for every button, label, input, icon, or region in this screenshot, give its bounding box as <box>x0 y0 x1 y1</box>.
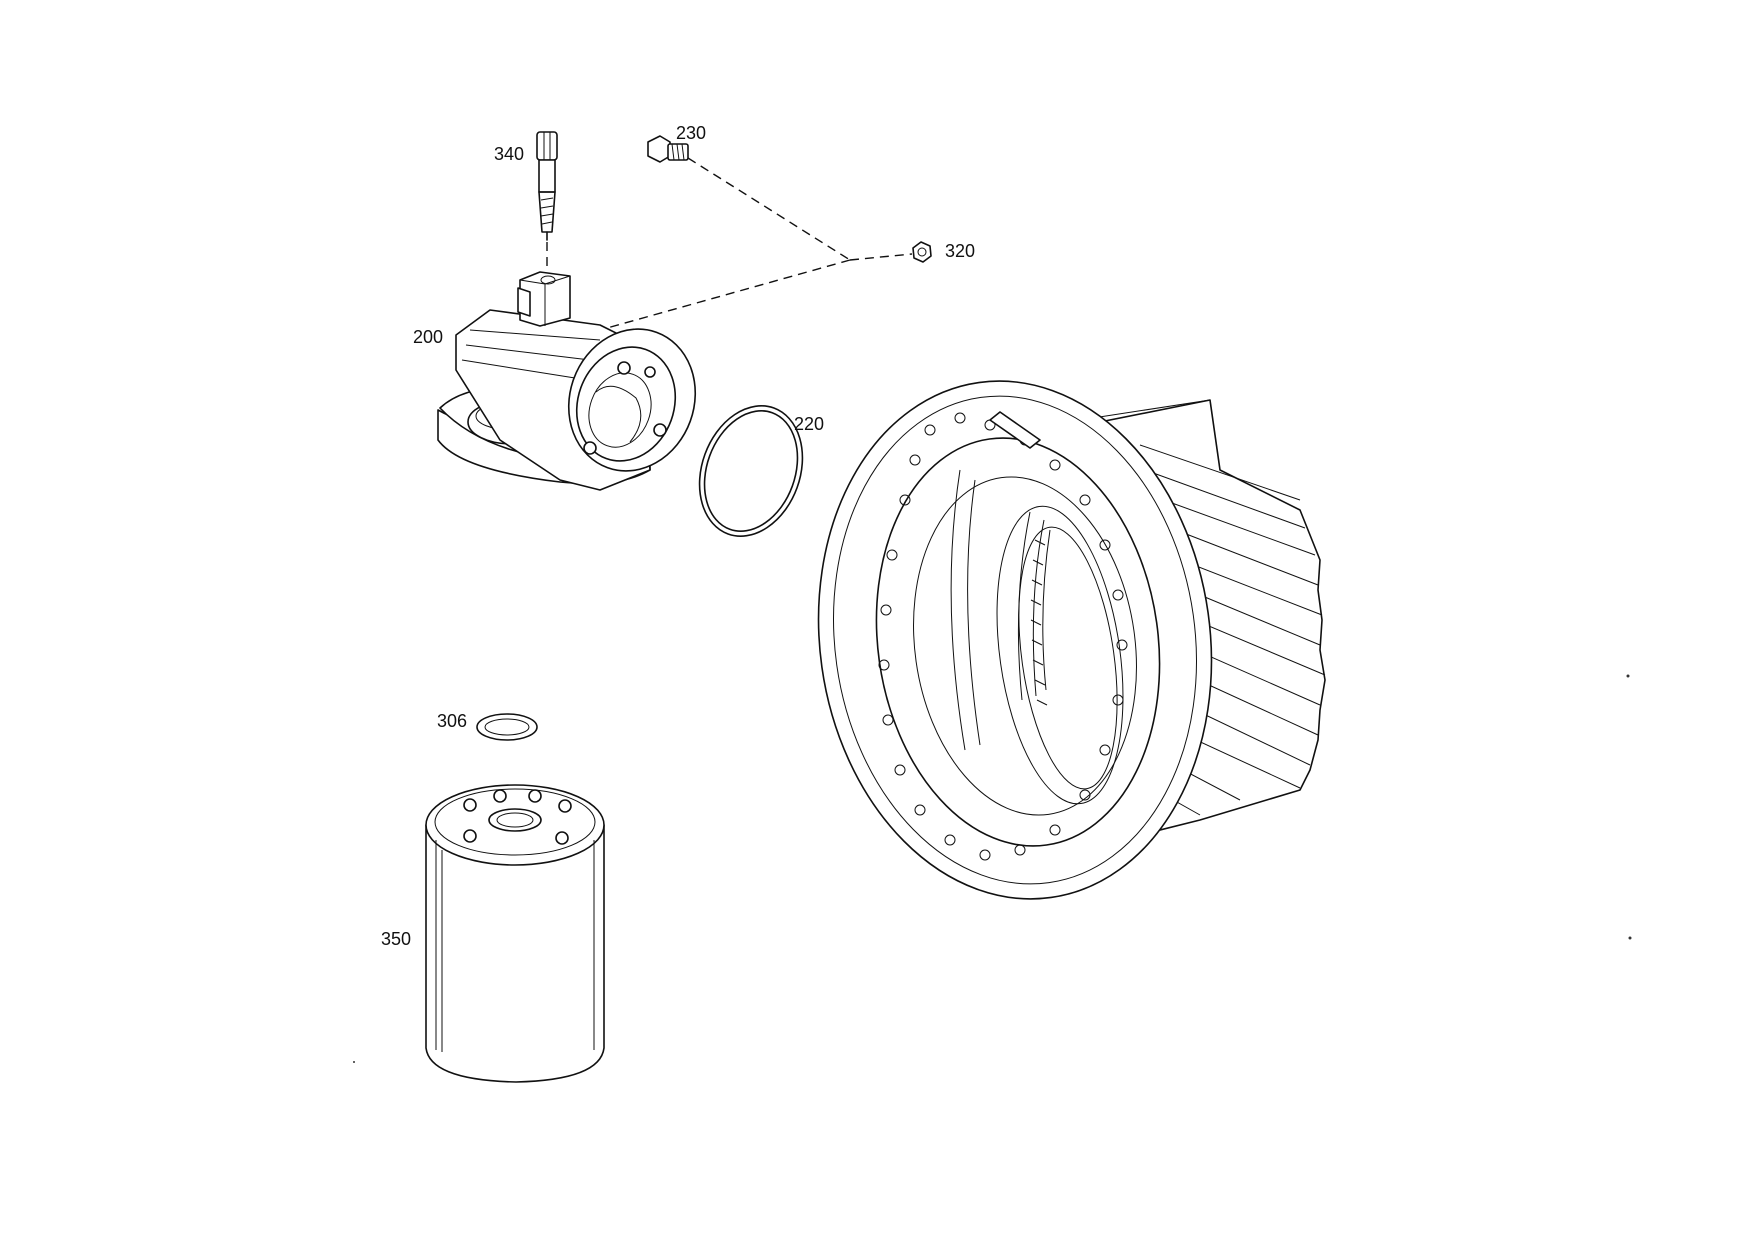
callout-340: 340 <box>494 144 525 164</box>
part-320-nut <box>912 241 932 263</box>
flange-bolt-holes <box>878 412 1128 861</box>
part-200-filter-head <box>437 271 697 491</box>
part-306-sealing-ring <box>476 713 538 741</box>
speck <box>353 1061 355 1063</box>
gearbox-housing <box>817 380 1326 900</box>
callout-230: 230 <box>676 123 707 143</box>
callout-350: 350 <box>381 929 412 949</box>
part-340-sensor-screw <box>536 131 558 241</box>
part-230-bolt <box>647 135 689 163</box>
part-220-o-ring <box>698 405 804 537</box>
callout-306: 306 <box>437 711 468 731</box>
part-350-filter-cartridge <box>425 784 605 1083</box>
callout-200: 200 <box>413 327 444 347</box>
assembly-lines <box>546 157 913 331</box>
callout-220: 220 <box>794 414 825 434</box>
speck <box>1626 674 1630 678</box>
callout-320: 320 <box>945 241 976 261</box>
speck <box>1628 936 1632 940</box>
